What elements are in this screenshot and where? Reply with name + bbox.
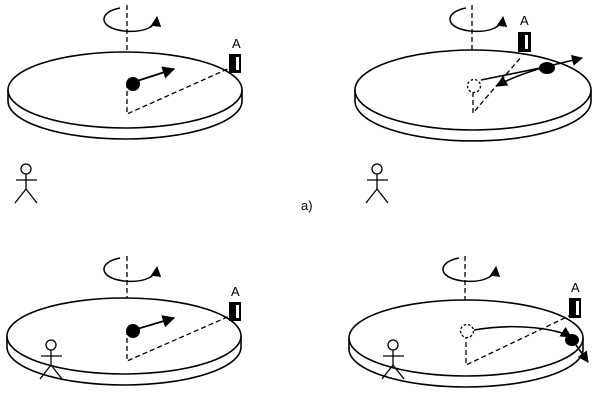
dashed-reference-line: [126, 66, 233, 116]
rotation-arrow-icon: [449, 5, 508, 88]
panel-2-inertial-ball-moved: A: [354, 5, 592, 204]
rotation-arrow-icon: [103, 5, 162, 88]
rotation-arrow-icon: [103, 256, 162, 332]
panel-3-rotating-observer: A: [6, 256, 242, 386]
stick-figure-observer-icon: [365, 163, 389, 204]
door-label: A: [520, 13, 529, 28]
velocity-arrow: [136, 315, 176, 330]
door-label: A: [571, 280, 580, 295]
rotation-arrow-icon: [442, 256, 501, 332]
ball-icon: [565, 334, 579, 346]
ball-start-position: [459, 323, 475, 339]
door-icon: [229, 302, 241, 321]
door-icon: [229, 54, 241, 73]
part-label: a): [301, 198, 313, 213]
stick-figure-observer-icon: [39, 339, 63, 380]
door-icon: [518, 32, 531, 52]
dashed-reference-line: [126, 314, 233, 362]
stick-figure-observer-icon: [14, 163, 38, 204]
panel-4-rotating-observer-moved: A: [348, 256, 589, 388]
ball-velocity-arrow: [575, 344, 589, 363]
relative-trajectory-arrow: [473, 325, 572, 338]
dashed-reference-line: [465, 314, 572, 367]
panel-1-inertial-ball: A: [7, 5, 243, 204]
door-icon: [569, 298, 581, 318]
door-label: A: [231, 284, 240, 299]
platform-disc: [7, 51, 243, 140]
velocity-arrow: [480, 66, 546, 81]
platform-disc: [6, 297, 242, 386]
velocity-arrow: [136, 66, 176, 82]
ball-icon: [539, 62, 555, 74]
dashed-reference-line: [472, 55, 523, 115]
ball-start-position: [466, 78, 482, 94]
door-label: A: [232, 36, 241, 51]
ball-icon: [126, 77, 140, 91]
stick-figure-observer-icon: [381, 339, 405, 380]
ball-velocity-arrow: [552, 54, 584, 66]
ball-icon: [126, 324, 140, 338]
